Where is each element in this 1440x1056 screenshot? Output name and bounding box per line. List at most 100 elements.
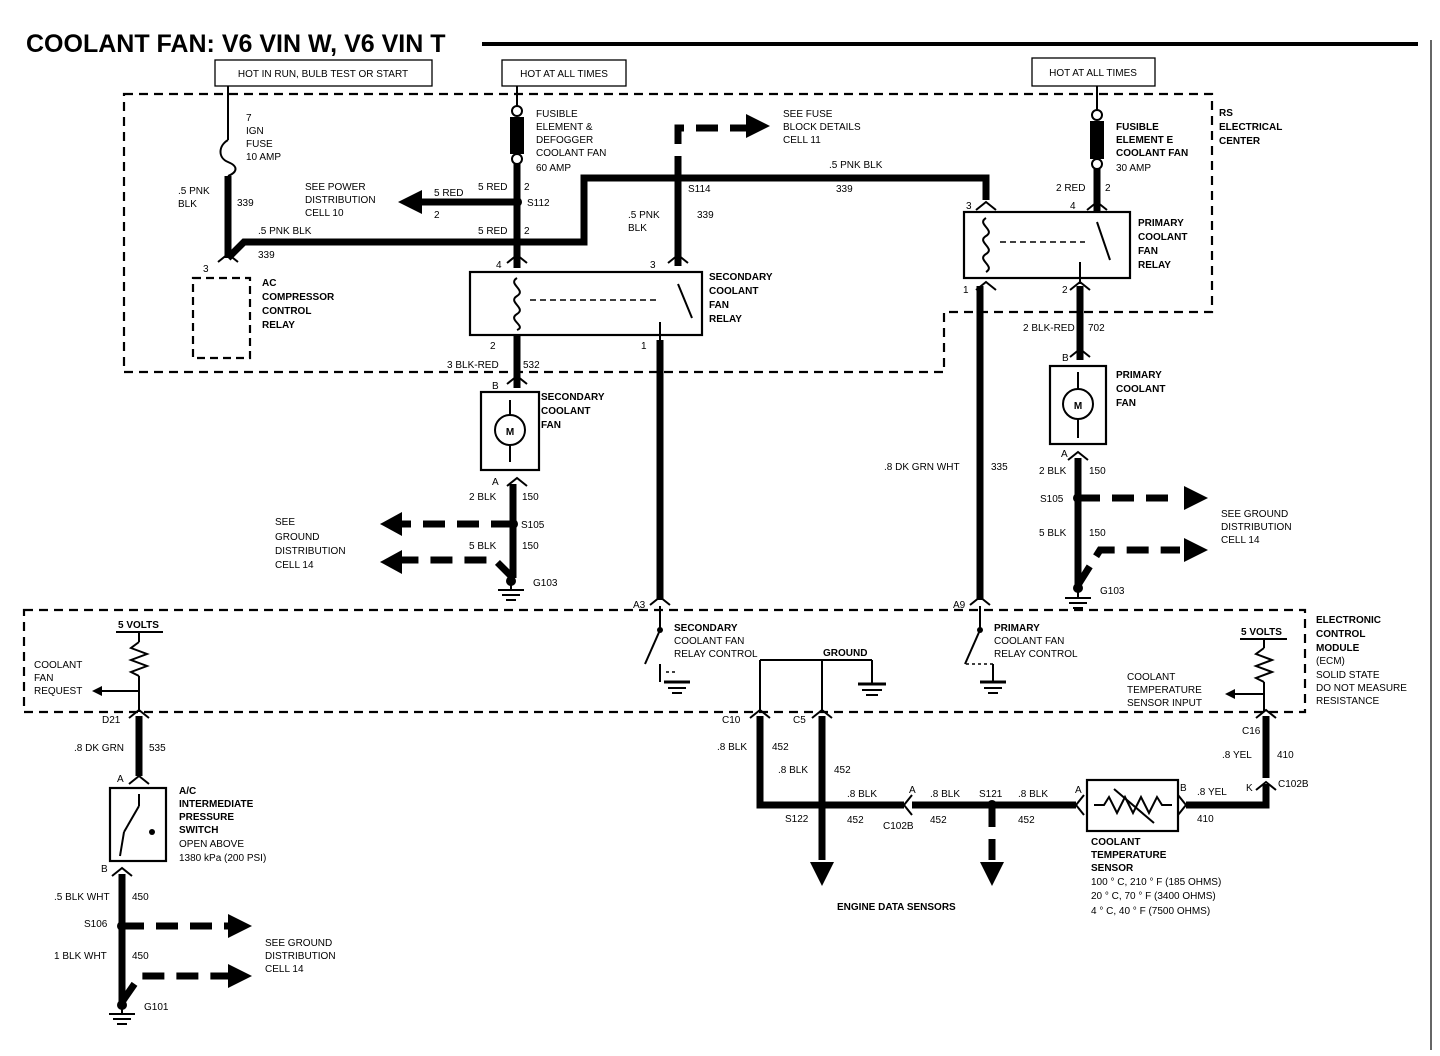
see-ground-a-l3: DISTRIBUTION: [275, 546, 346, 557]
ground-g103-b: G103: [1100, 586, 1125, 597]
ac-switch-l6: 1380 kPa (200 PSI): [179, 853, 266, 864]
fusible-defog-l2: ELEMENT &: [536, 122, 593, 133]
wire-label-blkwht5: .5 BLK WHT: [54, 892, 110, 903]
pin-c102-a: A: [909, 785, 916, 796]
cts-v1: 100 ° C, 210 ° F (185 OHMS): [1091, 877, 1221, 888]
sec-fan-l3: FAN: [541, 420, 561, 431]
wire-ground-dist-a2: [400, 556, 516, 581]
ecm-ground-label: GROUND: [823, 648, 867, 659]
wire-label-2-top: 2: [524, 182, 530, 193]
wire-339-primary: [678, 174, 990, 200]
connector-sec-3: [667, 253, 689, 264]
pin-k: K: [1246, 783, 1253, 794]
diagram-title: COOLANT FAN: V6 VIN W, V6 VIN T: [26, 30, 445, 58]
wire-label-blk8-c: .8 BLK: [847, 789, 877, 800]
fusible-terminal-bottom: [511, 153, 523, 165]
ecm-name-l3: MODULE: [1316, 643, 1360, 654]
ecm-name-l1: ELECTRONIC: [1316, 615, 1381, 626]
pin-a3: A3: [633, 600, 646, 611]
see-ground-a-l4: CELL 14: [275, 560, 314, 571]
pin-pri-3: 3: [966, 201, 972, 212]
wire-label-2red: 2 RED: [1056, 183, 1085, 194]
power-label-always-2-text: HOT AT ALL TIMES: [1049, 68, 1137, 79]
fusible-defog-l5: 60 AMP: [536, 163, 571, 174]
splice-s121: S121: [979, 789, 1003, 800]
pin-c5: C5: [793, 715, 806, 726]
wire-label-532: 532: [523, 360, 540, 371]
cts-v2: 20 ° C, 70 ° F (3400 OHMS): [1091, 891, 1216, 902]
see-fuse-l1: SEE FUSE: [783, 109, 833, 120]
pin-sec-3: 3: [650, 260, 656, 271]
ecm-pri-l3: RELAY CONTROL: [994, 649, 1078, 660]
connector-pri-fan-b: [1069, 347, 1091, 358]
ecm-cts-arrow: [1225, 689, 1235, 699]
pin-sec-fan-a: A: [492, 477, 499, 488]
rs-center-l1: RS: [1219, 108, 1233, 119]
pri-relay-l1: PRIMARY: [1138, 218, 1184, 229]
ign-fuse-l1: 7: [246, 113, 252, 124]
ign-fuse-l2: IGN: [246, 126, 264, 137]
fusible-fan-l2: ELEMENT E: [1116, 135, 1174, 146]
connector-c10: [749, 708, 771, 719]
arrow-ground-b2: [1184, 538, 1208, 562]
power-label-always-2: [1031, 57, 1156, 87]
see-ground-c-l3: CELL 14: [265, 964, 304, 975]
pri-relay-l4: RELAY: [1138, 260, 1171, 271]
wire-label-5red-bot: 5 RED: [478, 226, 507, 237]
splice-s105-a: S105: [521, 520, 545, 531]
ign-fuse-l3: FUSE: [246, 139, 273, 150]
pin-pri-2: 2: [1062, 285, 1068, 296]
see-ground-b-l1: SEE GROUND: [1221, 509, 1288, 520]
see-power-l1: SEE POWER: [305, 182, 366, 193]
wire-label-yel8-b: .8 YEL: [1197, 787, 1227, 798]
pin-pri-4: 4: [1070, 201, 1076, 212]
pin-sec-4: 4: [496, 260, 502, 271]
see-ground-c-l2: DISTRIBUTION: [265, 951, 336, 962]
connector-sec-fan-a: [506, 476, 528, 487]
see-ground-a-l1: SEE: [275, 517, 295, 528]
ac-sw-contact: [149, 829, 155, 835]
arrow-ground-c1: [228, 914, 252, 938]
sec-relay-l4: RELAY: [709, 314, 742, 325]
wire-label-339c: 339: [697, 210, 714, 221]
connector-ac-a: [128, 774, 150, 785]
wire-ground-dist-b2: [1075, 546, 1180, 587]
pri-fan-l3: FAN: [1116, 398, 1136, 409]
wire-label-dkgrnwht: .8 DK GRN WHT: [884, 462, 960, 473]
fusible-e-bottom: [1091, 158, 1103, 170]
wire-label-339b: 339: [258, 250, 275, 261]
wire-label-452-d: 452: [930, 815, 947, 826]
pin-ac-a: A: [117, 774, 124, 785]
wire-label-5blk-a: 5 BLK: [469, 541, 497, 552]
ecm-pri-switch-pivot: [977, 627, 983, 633]
wire-label-pnk-blk-1: .5 PNK BLK: [258, 226, 312, 237]
pin-sec-fan-b: B: [492, 381, 499, 392]
wire-label-2-fan: 2: [1105, 183, 1111, 194]
ecm-sec-l2: COOLANT FAN: [674, 636, 744, 647]
ecm-cts-l2: TEMPERATURE: [1127, 685, 1202, 696]
primary-fan-motor: [1062, 388, 1094, 420]
pin-c10: C10: [722, 715, 741, 726]
arrow-engine-data-1: [810, 862, 834, 886]
wire-label-335: 335: [991, 462, 1008, 473]
arrow-power-dist: [398, 190, 422, 214]
arrow-ground-c2: [228, 964, 252, 988]
ecm-name-l2: CONTROL: [1316, 629, 1365, 640]
wire-see-fuse: [674, 124, 746, 178]
connector-a3: [649, 595, 671, 606]
pin-c16: C16: [1242, 726, 1261, 737]
connector-c16: [1255, 708, 1277, 719]
wire-label-150-d: 150: [1089, 528, 1106, 539]
wire-label-535: 535: [149, 743, 166, 754]
wire-339-to-ac-relay: [225, 174, 676, 261]
connector-c5: [811, 708, 833, 719]
connector-sec-4: [506, 253, 528, 264]
wire-label-yel8-a: .8 YEL: [1222, 750, 1252, 761]
fusible-link-defog: [510, 117, 524, 154]
connector-sensor-b: [1177, 794, 1188, 816]
arrow-ground-b1: [1184, 486, 1208, 510]
connector-pri-4: [1086, 200, 1108, 211]
rs-center-l3: CENTER: [1219, 136, 1261, 147]
see-power-l2: DISTRIBUTION: [305, 195, 376, 206]
